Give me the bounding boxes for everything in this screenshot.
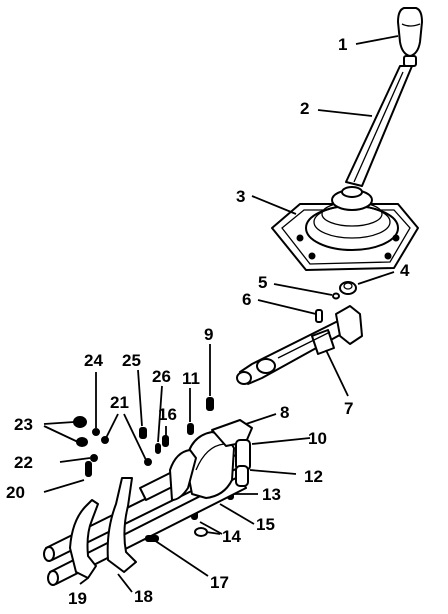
lower-selector-lever <box>236 305 363 385</box>
callout-23: 23 <box>14 415 33 434</box>
callout-9: 9 <box>204 325 213 344</box>
callout-1: 1 <box>338 35 347 54</box>
callout-8: 8 <box>280 403 289 422</box>
callout-5: 5 <box>258 273 267 292</box>
shift-knob <box>397 7 423 67</box>
spring-clip <box>332 292 340 300</box>
callout-19: 19 <box>68 589 87 608</box>
callout-2: 2 <box>300 99 309 118</box>
shift-lever <box>345 65 413 187</box>
bushing <box>339 281 357 295</box>
callout-17: 17 <box>210 573 229 592</box>
shift-boot-and-bezel <box>271 186 419 271</box>
callout-6: 6 <box>242 290 251 309</box>
callout-14: 14 <box>222 527 241 546</box>
roll-pin-17 <box>145 535 159 542</box>
callout-16: 16 <box>158 405 177 424</box>
callout-24: 24 <box>84 351 103 370</box>
spring-21 <box>101 436 152 466</box>
callout-15: 15 <box>256 515 275 534</box>
callout-3: 3 <box>236 187 245 206</box>
callout-7: 7 <box>344 399 353 418</box>
callout-21: 21 <box>110 393 129 412</box>
callout-11: 11 <box>182 369 200 388</box>
pin-11 <box>187 423 194 435</box>
callout-25: 25 <box>122 351 141 370</box>
pin-20 <box>85 461 92 477</box>
callout-22: 22 <box>14 453 33 472</box>
plug-25 <box>139 427 147 439</box>
callout-26: 26 <box>152 367 171 386</box>
callout-13: 13 <box>262 485 281 504</box>
pin-26 <box>155 443 161 454</box>
callout-12: 12 <box>304 467 323 486</box>
leader-lines <box>43 35 399 593</box>
callout-18: 18 <box>134 587 153 606</box>
shift-fork-19 <box>69 499 99 579</box>
shift-fork-assembly <box>169 419 253 501</box>
bolt-9 <box>206 397 214 411</box>
lever-pin <box>315 309 323 323</box>
spring-16 <box>162 435 169 447</box>
shift-fork-18 <box>106 477 137 573</box>
callout-10: 10 <box>308 429 327 448</box>
ball-22 <box>90 454 98 462</box>
detent-ball-24 <box>92 428 100 436</box>
callout-4: 4 <box>400 261 410 280</box>
callout-20: 20 <box>6 483 25 502</box>
